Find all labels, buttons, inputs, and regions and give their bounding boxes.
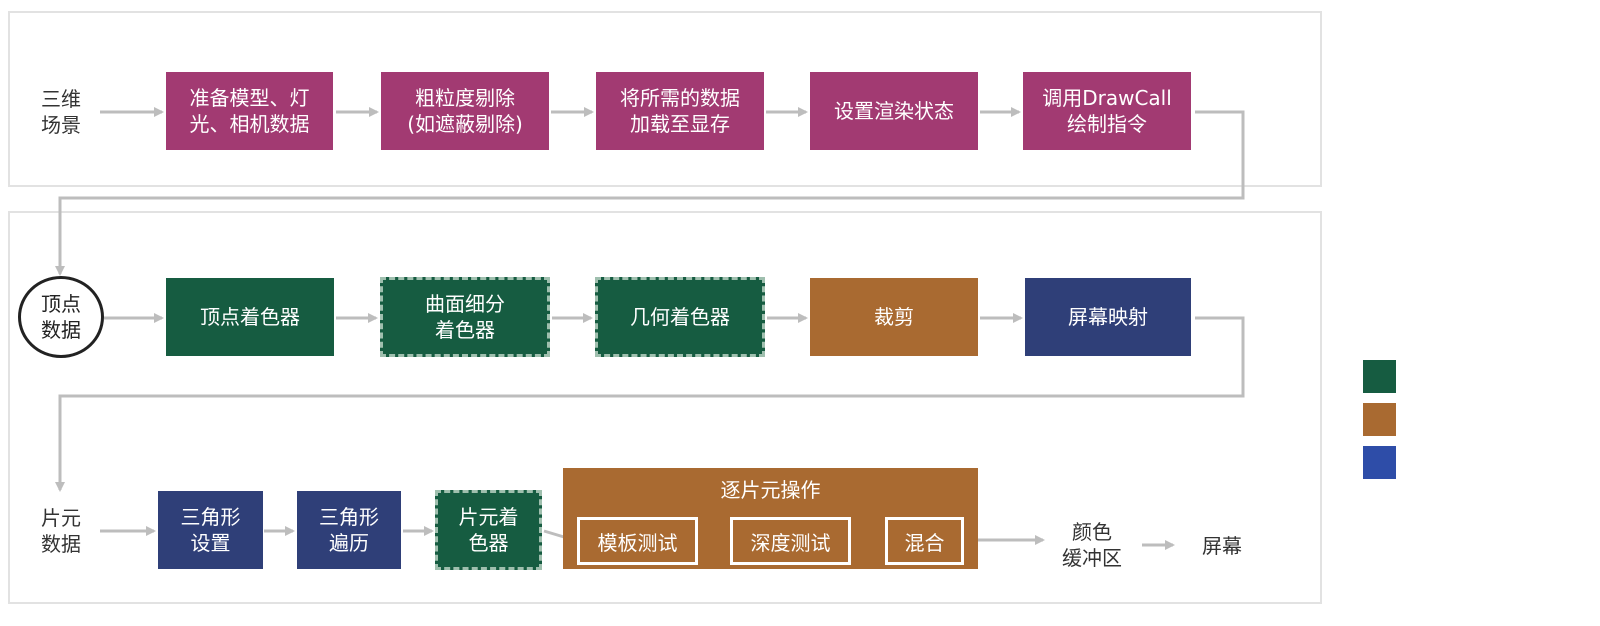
fragment-data-label: 片元 数据 xyxy=(41,506,81,556)
clipping-step: 裁剪 xyxy=(810,278,978,356)
blending-step: 混合 xyxy=(885,517,964,565)
fragment-shader-step: 片元着 色器 xyxy=(435,490,542,570)
coarse-culling-step: 粗粒度剔除 (如遮蔽剔除) xyxy=(381,72,549,150)
per-fragment-operations-title: 逐片元操作 xyxy=(720,478,821,502)
triangle-traversal-step: 三角形 遍历 xyxy=(297,491,401,569)
stencil-test-step: 模板测试 xyxy=(577,517,698,565)
screen-label: 屏幕 xyxy=(1202,534,1242,558)
vertex-data-node: 顶点 数据 xyxy=(18,276,104,358)
triangle-setup-step: 三角形 设置 xyxy=(158,491,263,569)
drawcall-step: 调用DrawCall 绘制指令 xyxy=(1023,72,1191,150)
tessellation-shader-step: 曲面细分 着色器 xyxy=(380,277,550,357)
prepare-data-step: 准备模型、灯 光、相机数据 xyxy=(166,72,333,150)
screen-mapping-step: 屏幕映射 xyxy=(1025,278,1191,356)
vertex-shader-step: 顶点着色器 xyxy=(166,278,334,356)
color-buffer-label: 颜色 缓冲区 xyxy=(1062,520,1122,570)
legend-swatch-green xyxy=(1363,360,1396,393)
legend-swatch-blue xyxy=(1363,446,1396,479)
geometry-shader-step: 几何着色器 xyxy=(595,277,765,357)
legend-swatch-orange xyxy=(1363,403,1396,436)
render-state-step: 设置渲染状态 xyxy=(810,72,978,150)
depth-test-step: 深度测试 xyxy=(730,517,851,565)
load-to-vram-step: 将所需的数据 加载至显存 xyxy=(596,72,764,150)
scene-label: 三维 场景 xyxy=(41,87,81,137)
